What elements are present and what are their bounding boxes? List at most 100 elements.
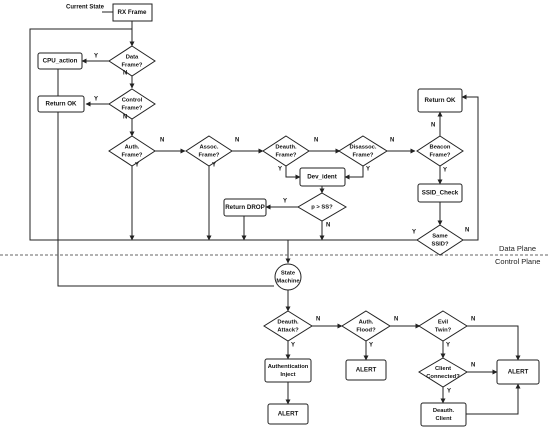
- assoc-frame-label-2: Frame?: [199, 153, 220, 159]
- data-plane-label: Data Plane: [499, 244, 536, 253]
- alert-label-1: ALERT: [278, 411, 299, 418]
- ssid-check-node: SSID_Check: [417, 183, 463, 203]
- auth-inject-label-1: Authentication: [268, 364, 309, 370]
- same-ssid-label-2: SSID?: [431, 242, 449, 248]
- label-client-y: Y: [447, 389, 451, 395]
- edge-disassoc-to-devident: [344, 166, 364, 180]
- cpu-action-label: CPU_action: [43, 58, 78, 65]
- label-disassoc-n: N: [390, 138, 394, 144]
- label-deauth-n: N: [314, 138, 318, 144]
- evil-twin-decision: Evil Twin?: [418, 310, 468, 342]
- cpu-action-node: CPU_action: [37, 52, 83, 70]
- label-same-ssid-y: Y: [412, 230, 416, 236]
- deauth-attack-label-2: Attack?: [277, 328, 299, 334]
- beacon-frame-label-2: Frame?: [430, 153, 451, 159]
- deauth-client-label-2: Client: [435, 416, 451, 422]
- label-deauth-attack-y: Y: [291, 343, 295, 349]
- label-pss-y: Y: [283, 199, 287, 205]
- return-ok-right-node: Return OK: [417, 88, 463, 113]
- disassoc-frame-label-2: Frame?: [353, 153, 374, 159]
- data-frame-label-2: Frame?: [122, 63, 143, 69]
- auth-frame-label-1: Auth.: [125, 145, 140, 151]
- return-ok-left-node: Return OK: [37, 95, 85, 113]
- edge-deauth-client-to-alert3: [466, 383, 521, 415]
- edge-deauth-to-devident: [285, 166, 301, 180]
- label-auth-y: Y: [135, 163, 139, 169]
- evil-twin-label-2: Twin?: [435, 328, 452, 334]
- label-evil-twin-y: Y: [446, 343, 450, 349]
- auth-frame-label-2: Frame?: [122, 153, 143, 159]
- label-same-ssid-n: N: [465, 228, 469, 234]
- return-ok-right-label: Return OK: [425, 97, 456, 104]
- alert-label-3: ALERT: [508, 369, 529, 376]
- disassoc-frame-decision: Disassoc. Frame?: [338, 135, 388, 167]
- edge-labels: Y N Y N N Y N Y N Y N Y N Y Y N Y N N Y …: [94, 54, 475, 395]
- evil-twin-label-1: Evil: [438, 320, 449, 326]
- edge-evil-to-alert3: [467, 325, 521, 361]
- return-drop-node: Return DROP: [223, 198, 267, 217]
- disassoc-frame-label-1: Disassoc.: [349, 145, 376, 151]
- label-evil-twin-n: N: [471, 317, 475, 323]
- deauth-frame-decision: Deauth. Frame?: [262, 135, 310, 167]
- current-state-label: Current State: [66, 5, 105, 11]
- control-frame-label-2: Frame?: [122, 106, 143, 112]
- data-frame-decision: Data Frame?: [108, 45, 156, 77]
- deauth-client-label-1: Deauth.: [433, 408, 455, 414]
- edge-cpu-to-state-machine: [57, 69, 274, 287]
- label-auth-flood-n: N: [394, 317, 398, 323]
- label-assoc-y: Y: [212, 163, 216, 169]
- label-deauth-attack-n: N: [316, 317, 320, 323]
- alert-node-3: ALERT: [496, 359, 540, 385]
- label-beacon-n: N: [431, 123, 435, 129]
- client-connected-decision: Client Connected?: [418, 357, 468, 388]
- label-data-frame-y: Y: [94, 54, 98, 60]
- deauth-attack-decision: Deauth. Attack?: [263, 310, 313, 342]
- assoc-frame-decision: Assoc. Frame?: [185, 135, 233, 167]
- p-ss-decision: p > SS?: [297, 192, 347, 222]
- same-ssid-label-1: Same: [432, 234, 448, 240]
- state-machine-label-2: Machine: [276, 279, 300, 285]
- label-beacon-y: Y: [443, 168, 447, 174]
- client-connected-label-2: Connected?: [426, 374, 460, 380]
- label-pss-n: N: [326, 223, 330, 229]
- label-client-n: N: [471, 363, 475, 369]
- auth-flood-decision: Auth. Flood?: [341, 310, 391, 342]
- dev-ident-node: Dev_ident: [299, 167, 346, 187]
- label-data-frame-n: N: [123, 71, 127, 77]
- return-ok-left-label: Return OK: [46, 101, 77, 108]
- dev-ident-label: Dev_ident: [307, 174, 337, 181]
- auth-inject-label-2: Inject: [280, 372, 295, 378]
- control-frame-decision: Control Frame?: [108, 88, 156, 120]
- auth-inject-node: Authentication Inject: [264, 358, 312, 383]
- client-connected-label-1: Client: [435, 366, 451, 372]
- label-auth-n: N: [160, 138, 164, 144]
- alert-node-2: ALERT: [345, 359, 387, 381]
- beacon-frame-decision: Beacon Frame?: [416, 135, 464, 167]
- label-disassoc-y: Y: [366, 167, 370, 173]
- label-auth-flood-y: Y: [369, 343, 373, 349]
- label-assoc-n: N: [235, 138, 239, 144]
- control-plane-label: Control Plane: [495, 257, 540, 266]
- edges: [29, 9, 521, 415]
- state-machine-label-1: State: [281, 271, 296, 277]
- beacon-frame-label-1: Beacon: [430, 145, 451, 151]
- auth-flood-label-1: Auth.: [359, 320, 374, 326]
- assoc-frame-label-1: Assoc.: [199, 145, 218, 151]
- return-drop-label: Return DROP: [225, 204, 265, 211]
- auth-flood-label-2: Flood?: [356, 328, 376, 334]
- edge-same-ssid-to-left: [29, 28, 418, 241]
- state-machine-node: State Machine: [274, 263, 302, 291]
- label-control-frame-n: N: [123, 115, 127, 121]
- label-deauth-y: Y: [278, 167, 282, 173]
- deauth-client-node: Deauth. Client: [420, 402, 467, 427]
- auth-frame-decision: Auth. Frame?: [108, 135, 156, 167]
- deauth-frame-label-1: Deauth.: [275, 145, 297, 151]
- alert-node-1: ALERT: [267, 403, 309, 425]
- ssid-check-label: SSID_Check: [422, 190, 459, 197]
- rx-frame-label: RX Frame: [118, 9, 147, 16]
- same-ssid-decision: Same SSID?: [416, 224, 464, 256]
- alert-label-2: ALERT: [356, 367, 377, 374]
- data-frame-label-1: Data: [126, 55, 139, 61]
